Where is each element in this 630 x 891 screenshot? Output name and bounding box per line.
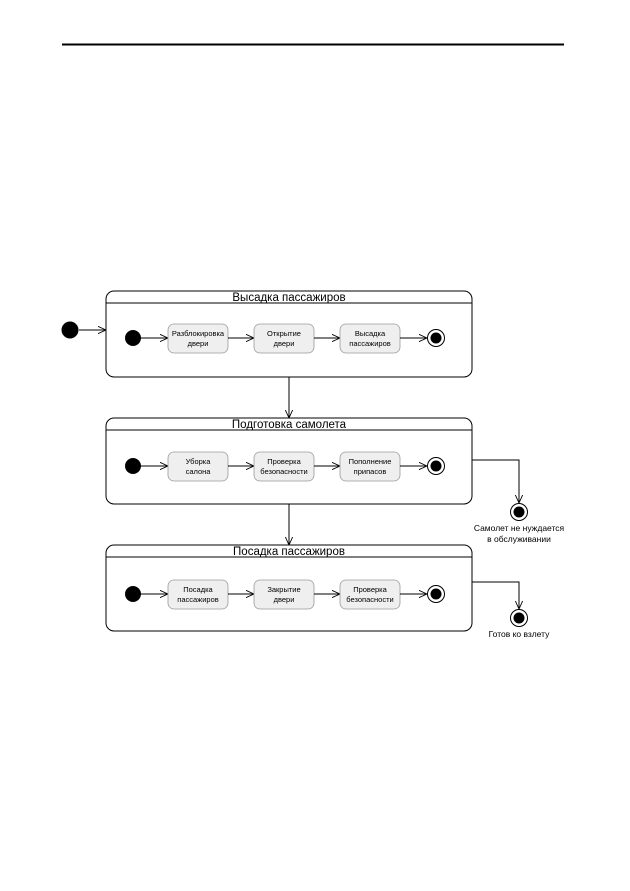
- final-state: [427, 457, 445, 475]
- final-state-label: в обслуживании: [487, 534, 551, 544]
- exit-transition-arrow: [472, 459, 519, 503]
- activity-node: Открытие двери: [253, 323, 315, 354]
- activity-label-line1: Разблокировка: [172, 329, 225, 338]
- activity-node: Проверка безопасности: [253, 451, 315, 482]
- activity-label-line2: безопасности: [346, 595, 393, 604]
- activity-label-line2: пассажиров: [177, 595, 218, 604]
- outer-final-state: [510, 503, 528, 521]
- activity-label-line1: Уборка: [186, 457, 212, 466]
- activity-label-line1: Закрытие: [267, 585, 300, 594]
- activity-node: Посадка пассажиров: [167, 579, 229, 610]
- activity-label-line2: салона: [186, 467, 212, 476]
- activity-label-line1: Открытие: [267, 329, 301, 338]
- state-title: Подготовка самолета: [232, 419, 347, 431]
- activity-label-line2: припасов: [354, 467, 387, 476]
- activity-label-line1: Проверка: [267, 457, 301, 466]
- activity-label-line1: Высадка: [355, 329, 386, 338]
- activity-node: Разблокировка двери: [167, 323, 229, 354]
- activity-label-line2: двери: [188, 339, 209, 348]
- exit-transition-arrow: [472, 581, 519, 609]
- activity-label-line2: двери: [274, 339, 295, 348]
- activity-label-line1: Посадка: [183, 585, 213, 594]
- activity-label-line1: Проверка: [353, 585, 387, 594]
- final-state: [427, 585, 445, 603]
- activity-label-line1: Пополнение: [349, 457, 392, 466]
- initial-state: [125, 330, 141, 346]
- activity-node: Закрытие двери: [253, 579, 315, 610]
- activity-node: Уборка салона: [167, 451, 229, 482]
- composite-state-1: Высадка пассажиров Разблокировка двери О…: [105, 290, 473, 378]
- final-state-label: Самолет не нуждается: [474, 523, 565, 533]
- activity-label-line2: пассажиров: [349, 339, 390, 348]
- state-title: Посадка пассажиров: [233, 546, 345, 558]
- activity-label-line2: двери: [274, 595, 295, 604]
- outer-initial-state: [61, 321, 79, 339]
- activity-node: Высадка пассажиров: [339, 323, 401, 354]
- initial-state: [125, 458, 141, 474]
- activity-node: Пополнение припасов: [339, 451, 401, 482]
- activity-node: Проверка безопасности: [339, 579, 401, 610]
- initial-state: [125, 586, 141, 602]
- state-title: Высадка пассажиров: [232, 292, 345, 304]
- final-state-label: Готов ко взлету: [489, 629, 550, 639]
- outer-final-state: [510, 609, 528, 627]
- composite-state-3: Посадка пассажиров Посадка пассажиров За…: [105, 544, 473, 632]
- composite-state-2: Подготовка самолета Уборка салона Провер…: [105, 417, 473, 505]
- activity-label-line2: безопасности: [260, 467, 307, 476]
- final-state: [427, 329, 445, 347]
